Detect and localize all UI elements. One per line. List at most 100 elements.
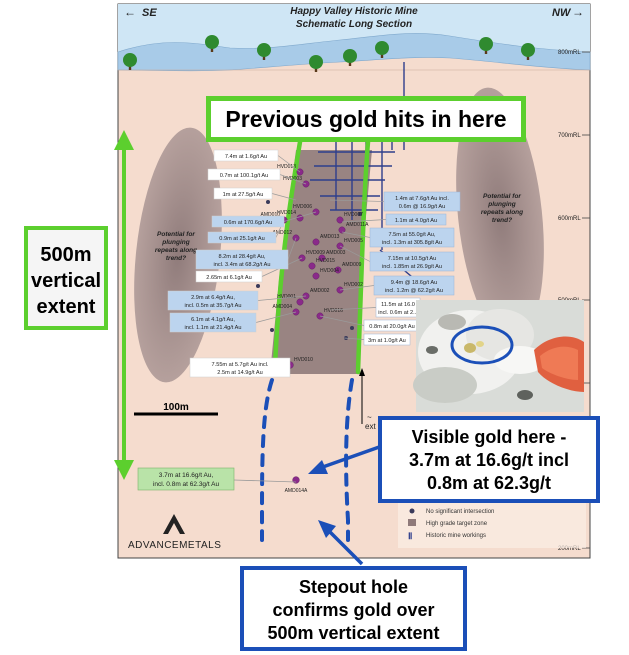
drill-hole-dot bbox=[338, 226, 346, 234]
intercept-text: 2.5m at 14.9g/t Au bbox=[217, 370, 262, 376]
diagram-title-line2: Schematic Long Section bbox=[296, 19, 412, 30]
drill-hole-dot bbox=[312, 272, 320, 280]
potential-zone-right-line: repeats along bbox=[481, 209, 523, 216]
scale-bar-label: 100m bbox=[163, 402, 189, 413]
callout-stepout-line3: 500m vertical extent bbox=[267, 623, 440, 643]
intercept-box bbox=[207, 231, 277, 244]
drill-hole-label: HVD009 bbox=[306, 250, 325, 256]
potential-zone-right-line: plunging bbox=[487, 201, 515, 208]
dir-right-label: NW bbox=[552, 7, 572, 19]
intercept-box bbox=[167, 290, 259, 311]
potential-zone-left-line: trend? bbox=[166, 255, 186, 262]
intercept-box bbox=[369, 251, 455, 272]
high-grade-target-zone bbox=[270, 150, 372, 374]
tree-icon bbox=[123, 53, 137, 70]
legend-workings-icon: Ⅱ bbox=[408, 531, 412, 541]
dir-right-arrow: → bbox=[572, 5, 584, 19]
drill-hole-label: AMD002 bbox=[310, 288, 330, 294]
intercept-box bbox=[207, 168, 281, 181]
potential-zone-left-line: Potential for bbox=[157, 231, 195, 238]
intercept-text: 0.6m at 170.6g/t Au bbox=[224, 220, 273, 226]
rl-label: 200mRL bbox=[558, 546, 581, 552]
new-intercept-line2: incl. 0.8m at 62.3g/t Au bbox=[153, 481, 220, 488]
callout-vertical-line2: vertical bbox=[30, 270, 102, 292]
drill-hole-label: HVD016 bbox=[324, 308, 343, 314]
intercept-text: 7.5m at 55.0g/t Au, bbox=[389, 232, 436, 238]
intercept-text: 6.1m at 4.1g/t Au, bbox=[191, 317, 235, 323]
drill-hole-dot bbox=[334, 266, 342, 274]
partial-annotation-1: ~ bbox=[367, 413, 372, 422]
potential-zone-right-line: trend? bbox=[492, 217, 512, 224]
stepout-outline bbox=[260, 378, 354, 542]
callout-visible-line2: 3.7m at 16.6g/t incl bbox=[408, 450, 570, 470]
intercept-box bbox=[211, 215, 285, 228]
drill-hole-label: AMD010 bbox=[261, 212, 281, 218]
intercept-box bbox=[189, 357, 291, 378]
legend-item-no-intersection: No significant intersection bbox=[426, 509, 494, 515]
previous-hits-outline bbox=[272, 139, 371, 375]
potential-zone-left-line: plunging bbox=[161, 239, 189, 246]
no-intersection-dot bbox=[266, 200, 270, 204]
drill-hole-dot bbox=[318, 254, 326, 262]
new-intercept: 3.7m at 16.6g/t Au, incl. 0.8m at 62.3g/… bbox=[137, 467, 297, 491]
legend-item-mine-workings: Historic mine workings bbox=[426, 533, 486, 539]
intercept-box bbox=[169, 312, 257, 333]
tree-icon bbox=[375, 41, 389, 58]
diagram-title-line1: Happy Valley Historic Mine bbox=[290, 6, 418, 17]
drill-hole-dot bbox=[296, 298, 304, 306]
potential-zone-right-line: Potential for bbox=[483, 193, 521, 200]
callout-pointers bbox=[308, 444, 383, 566]
intercept-text: 7.15m at 10.5g/t Au bbox=[388, 256, 437, 262]
drill-hole-dot bbox=[312, 238, 320, 246]
intercept-box bbox=[213, 187, 273, 200]
drill-hole-label: HVD001 bbox=[277, 294, 296, 300]
no-intersection-dot bbox=[358, 212, 362, 216]
callout-visible-line1: Visible gold here - bbox=[411, 427, 567, 447]
no-intersection-dot bbox=[256, 284, 260, 288]
intercept-text: 8.2m at 28.4g/t Au, bbox=[219, 254, 266, 260]
drill-hole-label: AMD013 bbox=[320, 234, 340, 240]
drill-hole-label: HVD010 bbox=[294, 357, 313, 363]
drill-hole-dot bbox=[292, 476, 300, 484]
drill-hole-label: HVD005 bbox=[344, 238, 363, 244]
drill-hole-label: HVD007 bbox=[344, 212, 363, 218]
tree-icon bbox=[205, 35, 219, 52]
intercept-text: 11.5m at 16.0 bbox=[381, 302, 415, 308]
drill-hole-label: HVD015 bbox=[316, 258, 335, 264]
depth-arrow bbox=[359, 368, 365, 424]
rl-label: 600mRL bbox=[558, 216, 581, 222]
intercept-text: 1.4m at 7.6g/t Au incl. bbox=[395, 196, 449, 202]
drill-hole-label: AMD014A bbox=[285, 488, 308, 494]
tree-icon bbox=[257, 43, 271, 60]
drill-hole-label: AMD012 bbox=[273, 230, 293, 236]
drill-hole-label: HVD002 bbox=[344, 282, 363, 288]
callout-visible-gold: Visible gold here - 3.7m at 16.6g/t incl… bbox=[378, 416, 600, 503]
drill-hole-dot bbox=[308, 262, 316, 270]
callout-previous-hits: Previous gold hits in here bbox=[206, 96, 526, 142]
intercept-text: 0.8m at 20.0g/t Au bbox=[369, 324, 414, 330]
callout-stepout-line1: Stepout hole bbox=[299, 577, 408, 597]
new-intercept-line1: 3.7m at 16.6g/t Au, bbox=[159, 472, 214, 479]
legend-dot-icon bbox=[409, 508, 415, 514]
callout-vertical-line3: extent bbox=[36, 296, 96, 318]
intercept-box bbox=[369, 227, 455, 248]
dir-left-arrow: ← bbox=[124, 5, 136, 19]
potential-zone-left-line: repeats along bbox=[155, 247, 197, 254]
drill-hole-label: HVD004 bbox=[320, 268, 339, 274]
intercept-text: 2.9m at 6.4g/t Au, bbox=[191, 295, 235, 301]
drill-hole-label: AMD003 bbox=[326, 250, 346, 256]
legend-item-target-zone: High grade target zone bbox=[426, 521, 488, 527]
drill-hole-label: AMD004 bbox=[273, 304, 293, 310]
drill-hole-label: HVD013 bbox=[277, 164, 296, 170]
intercept-box bbox=[195, 270, 263, 283]
intercept-text: incl. 0.5m at 35.7g/t Au bbox=[185, 303, 242, 309]
intercept-box bbox=[385, 213, 447, 226]
intercept-text: 0.9m at 25.1g/t Au bbox=[219, 236, 264, 242]
company-logo: ADVANCEMETALS bbox=[128, 514, 221, 551]
tree-icon bbox=[343, 49, 357, 66]
intercept-text: 2.65m at 6.1g/t Au bbox=[206, 275, 251, 281]
intercept-text: 7.4m at 1.6g/t Au bbox=[225, 154, 267, 160]
intercept-box bbox=[195, 249, 289, 270]
callout-vertical-extent: 500m vertical extent bbox=[24, 226, 108, 330]
